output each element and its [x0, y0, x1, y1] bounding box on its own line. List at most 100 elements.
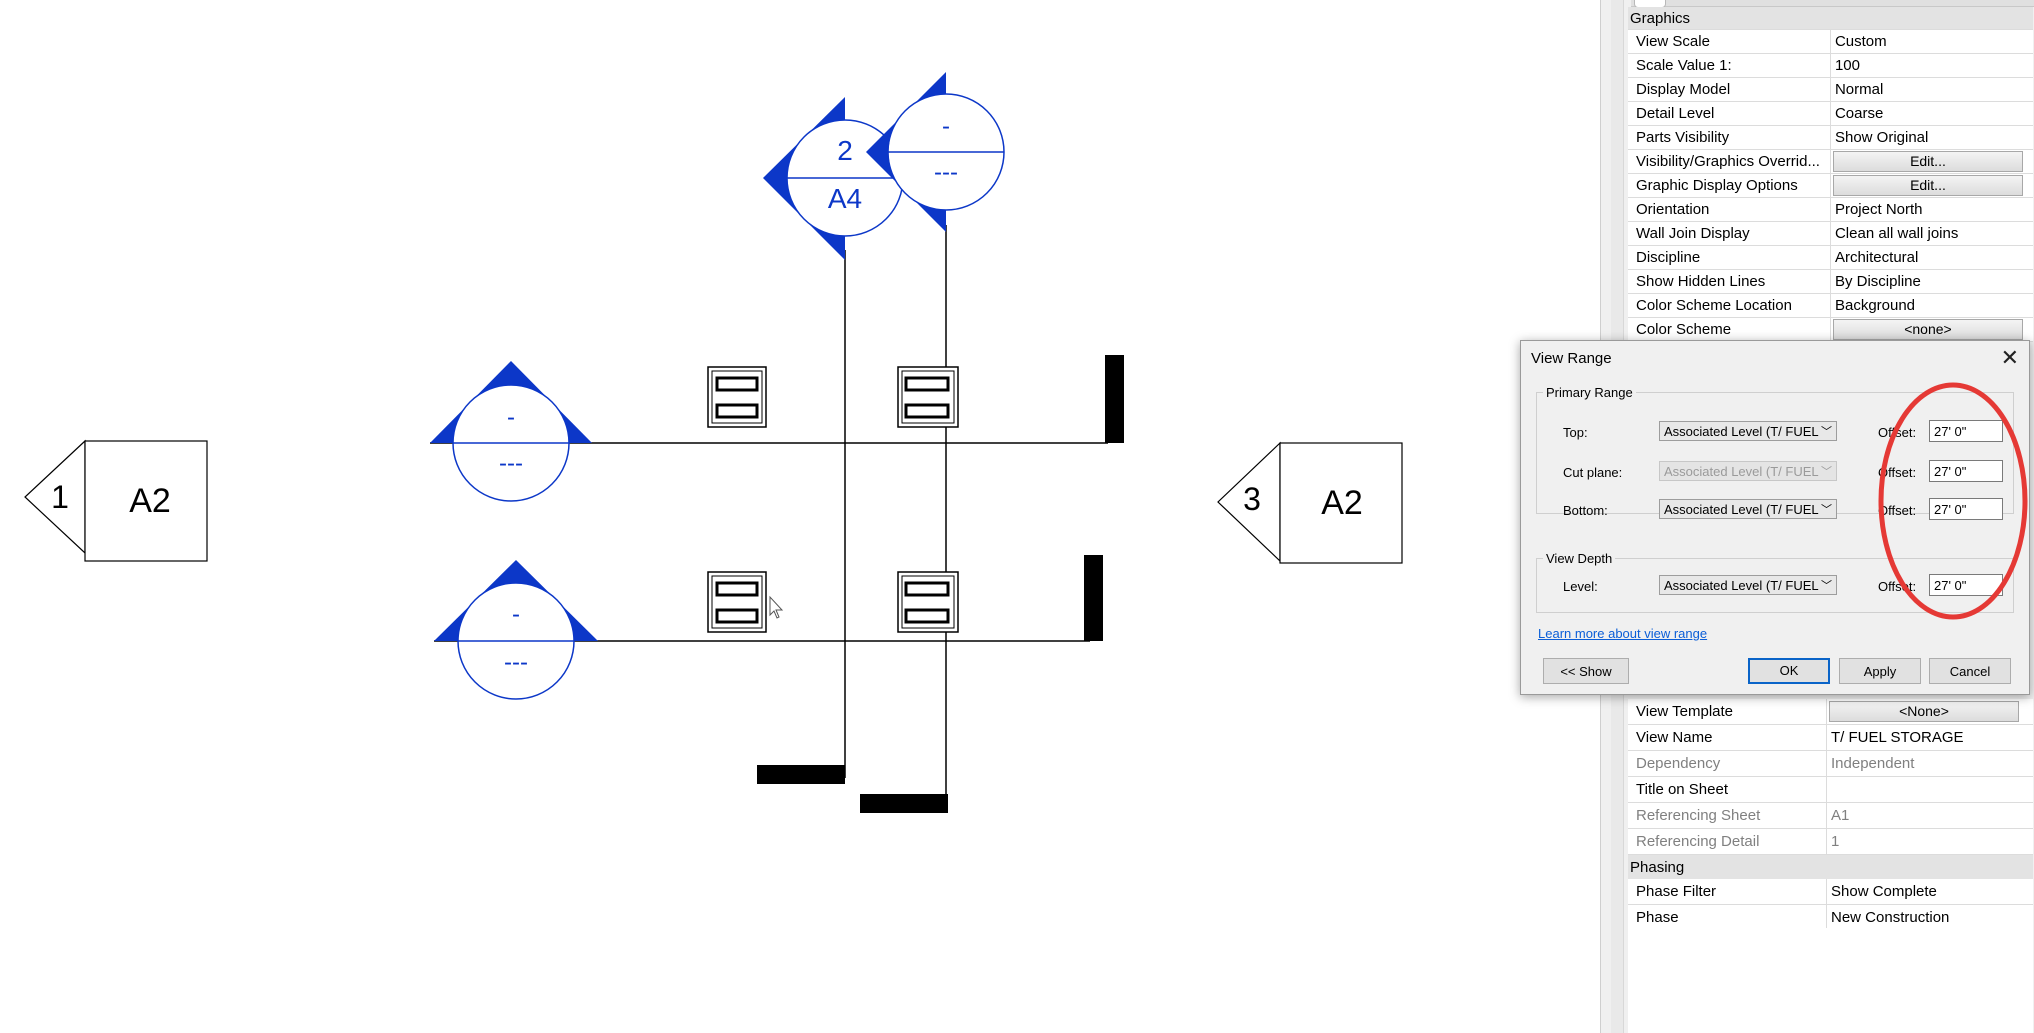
prop-label: Color Scheme Location — [1628, 293, 1831, 318]
elevation-marker-right[interactable]: 3 A2 — [1217, 441, 1403, 564]
prop-row-view-template[interactable]: View Template<None> — [1628, 699, 2033, 725]
top-label: Top: — [1563, 425, 1588, 440]
prop-value[interactable] — [1826, 776, 2033, 803]
equipment-box-1[interactable] — [707, 366, 767, 428]
visibility-graphics-edit-button[interactable]: Edit... — [1832, 151, 2023, 172]
bottom-level-dropdown[interactable]: Associated Level (T/ FUEL﹀ — [1659, 499, 1837, 519]
group-graphics[interactable]: Graphics — [1628, 7, 2033, 30]
prop-label: Discipline — [1628, 245, 1831, 270]
elevation-tag-upper[interactable]: - --- — [430, 361, 592, 502]
cut-plane-offset-input[interactable]: 27' 0" — [1929, 460, 2003, 482]
prop-value[interactable]: Normal — [1829, 77, 2033, 102]
chevron-down-icon: ﹀ — [1821, 466, 1832, 478]
equipment-box-4[interactable] — [897, 571, 959, 633]
elevation-marker-left[interactable]: 1 A2 — [24, 439, 208, 562]
wall-end-lower[interactable] — [1084, 555, 1103, 641]
top-level-value: Associated Level (T/ FUEL — [1664, 424, 1819, 439]
wall-end-upper[interactable] — [1105, 355, 1124, 443]
properties-empty-area — [1628, 928, 2033, 1033]
group-phasing[interactable]: Phasing — [1628, 854, 2033, 879]
close-icon[interactable]: ✕ — [2000, 345, 2019, 370]
section-tag-b[interactable]: - --- — [866, 72, 1005, 232]
prop-value[interactable]: T/ FUEL STORAGE — [1826, 724, 2033, 751]
prop-value[interactable]: Coarse — [1829, 101, 2033, 126]
prop-label: Parts Visibility — [1628, 125, 1831, 150]
elevation-right-number: 3 — [1243, 481, 1261, 517]
prop-value: 1 — [1826, 828, 2033, 855]
cancel-button[interactable]: Cancel — [1929, 658, 2011, 684]
elevation-upper-sheet: --- — [499, 450, 523, 477]
prop-label: Phase — [1628, 904, 1827, 931]
prop-label: Display Model — [1628, 77, 1831, 102]
prop-row-scale-value[interactable]: Scale Value 1:100 — [1628, 53, 2033, 78]
prop-label: Visibility/Graphics Overrid... — [1628, 149, 1831, 174]
primary-range-group: Primary Range — [1536, 385, 2014, 514]
top-offset-label: Offset: — [1878, 425, 1917, 440]
equipment-box-2[interactable] — [897, 366, 959, 428]
prop-row-color-scheme[interactable]: Color Scheme<none> — [1628, 317, 2033, 342]
drawing-canvas[interactable]: 1 A2 3 A2 2 A4 - --- — [0, 0, 1600, 1033]
section-tag-main[interactable]: 2 A4 — [763, 97, 904, 260]
show-button[interactable]: << Show — [1543, 658, 1629, 684]
prop-value[interactable]: Architectural — [1829, 245, 2033, 270]
depth-offset-input[interactable]: 27' 0" — [1929, 574, 2003, 596]
prop-value[interactable]: New Construction — [1826, 904, 2033, 931]
prop-value[interactable]: 100 — [1829, 53, 2033, 78]
equipment-box-3[interactable] — [707, 571, 767, 633]
prop-row-visibility-graphics[interactable]: Visibility/Graphics Overrid...Edit... — [1628, 149, 2033, 174]
bottom-offset-input[interactable]: 27' 0" — [1929, 498, 2003, 520]
prop-value[interactable]: By Discipline — [1829, 269, 2033, 294]
graphic-display-edit-button[interactable]: Edit... — [1832, 175, 2023, 196]
depth-level-value: Associated Level (T/ FUEL — [1664, 578, 1819, 593]
apply-button[interactable]: Apply — [1839, 658, 1921, 684]
wall-end-bottom-b[interactable] — [860, 794, 948, 813]
depth-offset-label: Offset: — [1878, 579, 1917, 594]
prop-label: Wall Join Display — [1628, 221, 1831, 246]
ok-button[interactable]: OK — [1748, 658, 1830, 684]
prop-value: A1 — [1826, 802, 2033, 829]
depth-level-dropdown[interactable]: Associated Level (T/ FUEL﹀ — [1659, 575, 1837, 595]
top-offset-input[interactable]: 27' 0" — [1929, 420, 2003, 442]
bottom-level-value: Associated Level (T/ FUEL — [1664, 502, 1819, 517]
cut-plane-level-dropdown[interactable]: Associated Level (T/ FUEL﹀ — [1659, 461, 1837, 481]
elevation-left-number: 1 — [51, 479, 69, 515]
floor-plan-drawing[interactable]: 1 A2 3 A2 2 A4 - --- — [0, 0, 1600, 1033]
prop-value[interactable]: Show Original — [1829, 125, 2033, 150]
prop-value[interactable]: Background — [1829, 293, 2033, 318]
prop-label: Dependency — [1628, 750, 1827, 777]
top-level-dropdown[interactable]: Associated Level (T/ FUEL﹀ — [1659, 421, 1837, 441]
learn-more-link[interactable]: Learn more about view range — [1538, 626, 1708, 641]
prop-label: Title on Sheet — [1628, 776, 1827, 803]
depth-level-label: Level: — [1563, 579, 1598, 594]
mouse-cursor-icon — [769, 595, 784, 619]
view-template-button[interactable]: <None> — [1829, 701, 2019, 722]
prop-value[interactable]: Custom — [1829, 29, 2033, 54]
chevron-down-icon: ﹀ — [1821, 580, 1832, 592]
wall-end-bottom-a[interactable] — [757, 765, 845, 784]
prop-value[interactable]: Clean all wall joins — [1829, 221, 2033, 246]
view-depth-legend: View Depth — [1546, 551, 1613, 566]
cut-plane-level-value: Associated Level (T/ FUEL — [1664, 464, 1819, 479]
prop-value[interactable]: Project North — [1829, 197, 2033, 222]
elevation-tag-lower[interactable]: - --- — [434, 560, 598, 700]
color-scheme-button[interactable]: <none> — [1832, 319, 2023, 340]
prop-row-title-on-sheet[interactable]: Title on Sheet — [1628, 776, 2033, 803]
prop-value[interactable]: Show Complete — [1826, 879, 2033, 905]
